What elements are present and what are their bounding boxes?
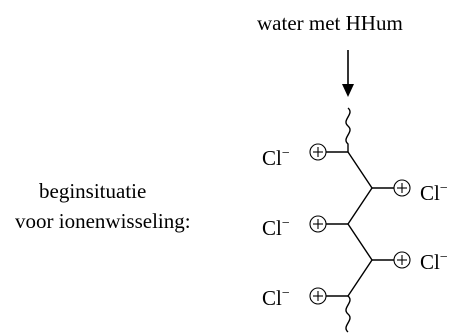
polymer-backbone bbox=[347, 151, 373, 297]
minus-charge: − bbox=[439, 250, 448, 265]
circled-plus-icon bbox=[393, 179, 411, 197]
minus-charge: − bbox=[281, 286, 290, 301]
circled-plus-icon bbox=[393, 251, 411, 269]
chloride-ion-left-3: Cl− bbox=[262, 286, 290, 310]
circled-plus-icon bbox=[309, 143, 327, 161]
circled-plus-icon bbox=[309, 287, 327, 305]
situation-caption-line-2: voor ionenwisseling: bbox=[15, 209, 191, 233]
wavy-bond-icon bbox=[345, 295, 351, 333]
arrow-down-icon bbox=[342, 50, 354, 97]
chloride-ion-left-1: Cl− bbox=[262, 146, 290, 170]
chloride-ion-right-1: Cl− bbox=[420, 181, 448, 205]
chloride-ion-left-2: Cl− bbox=[262, 216, 290, 240]
minus-charge: − bbox=[281, 146, 290, 161]
situation-caption-line-1: beginsituatie bbox=[39, 179, 147, 203]
water-caption: water met HHum bbox=[257, 11, 403, 35]
minus-charge: − bbox=[281, 216, 290, 231]
minus-charge: − bbox=[439, 181, 448, 196]
chloride-ion-right-2: Cl− bbox=[420, 250, 448, 274]
wavy-bond-icon bbox=[345, 107, 351, 152]
circled-plus-icon bbox=[309, 215, 327, 233]
